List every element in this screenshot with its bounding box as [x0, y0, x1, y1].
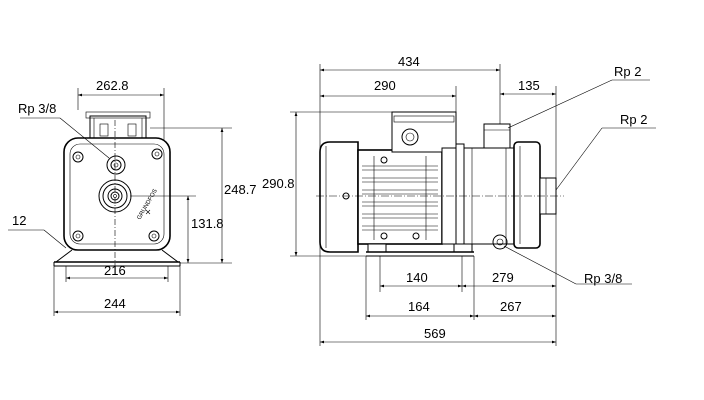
dim-140: 140: [406, 270, 428, 285]
end-view-dimensions: 262.8 248.7 131.8 216 244 Rp 3/8 12: [8, 78, 257, 316]
dim-248-7: 248.7: [224, 182, 257, 197]
dim-262-8: 262.8: [96, 78, 129, 93]
callout-rp2-inlet: Rp 2: [620, 112, 647, 127]
dim-569: 569: [424, 326, 446, 341]
dim-216: 216: [104, 263, 126, 278]
dim-290: 290: [374, 78, 396, 93]
drain-plug: [492, 234, 508, 250]
terminal-box-end: [89, 115, 147, 139]
dim-434: 434: [398, 54, 420, 69]
outlet-port: [483, 123, 511, 149]
foot-bracket-end: [53, 249, 181, 267]
callout-rp38-left: Rp 3/8: [18, 101, 56, 116]
priming-plug: [106, 155, 126, 175]
corner-bolts: [72, 148, 163, 242]
dim-131-8: 131.8: [191, 216, 224, 231]
dim-135: 135: [518, 78, 540, 93]
side-view-dimensions: 434 290 135 290.8 140 279 164 267 569: [262, 54, 656, 346]
callout-rp2-outlet: Rp 2: [614, 64, 641, 79]
dim-267: 267: [500, 299, 522, 314]
callout-12: 12: [12, 213, 26, 228]
callout-rp38-drain: Rp 3/8: [584, 271, 622, 286]
dim-290-8: 290.8: [262, 176, 295, 191]
terminal-box-side: [391, 111, 457, 153]
pump-body-end: [63, 137, 171, 251]
end-view: GRUNDFOS: [53, 111, 181, 268]
pump-housing: [441, 141, 541, 249]
cooling-fins: [362, 156, 438, 240]
dim-279: 279: [492, 270, 514, 285]
side-view: [316, 111, 564, 257]
dim-244: 244: [104, 296, 126, 311]
dim-164: 164: [408, 299, 430, 314]
base-feet-side: [366, 243, 474, 257]
motor-body: [357, 149, 443, 245]
